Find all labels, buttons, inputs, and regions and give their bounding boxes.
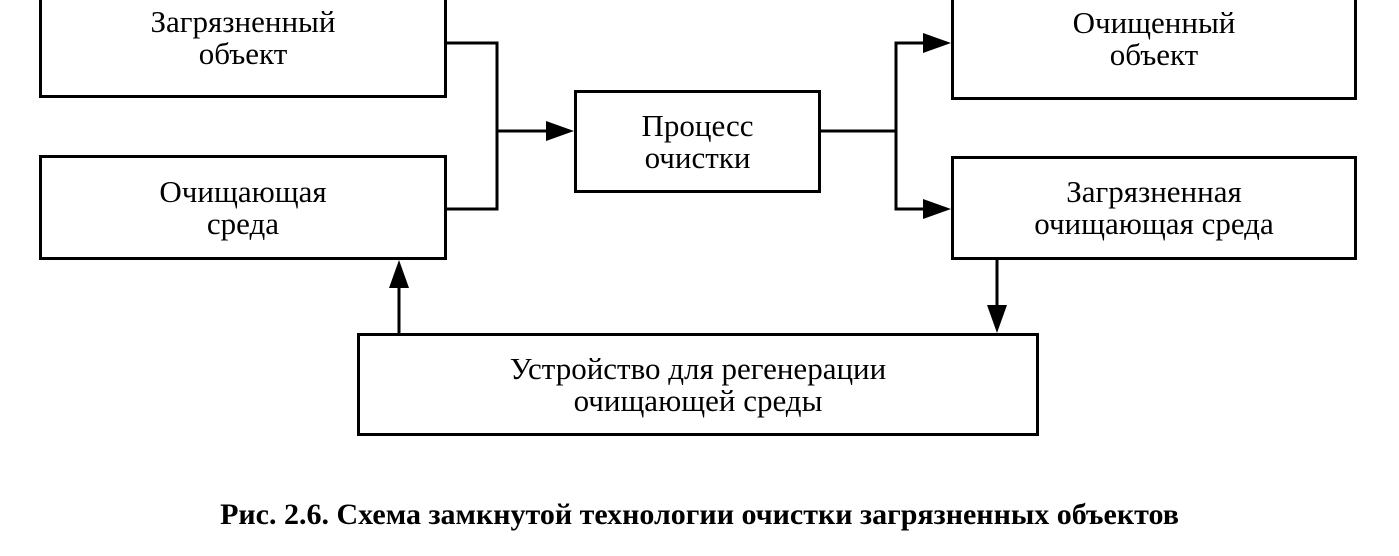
node-clean-object-label: Очищенный объект: [1072, 5, 1236, 72]
node-dirty-medium-label: Загрязненная очищающая среда: [1034, 174, 1274, 241]
node-clean-object: Очищенный объект: [951, 0, 1357, 100]
arrowhead-into-dirty-medium: [923, 199, 951, 219]
edge-dirty-object-to-merge: [447, 41, 499, 211]
arrowhead-into-process: [546, 121, 574, 141]
node-cleaning-process-label: Процесс очистки: [641, 107, 754, 175]
node-cleaning-medium-label: Очищающая среда: [159, 173, 327, 241]
node-regeneration-device-label: Устройство для регенерации очищающей сре…: [509, 350, 887, 418]
node-cleaning-process: Процесс очистки: [574, 90, 821, 193]
node-dirty-medium: Загрязненная очищающая среда: [951, 156, 1357, 260]
node-cleaning-medium: Очищающая среда: [39, 155, 447, 260]
node-dirty-object-label: Загрязненный объект: [150, 4, 336, 71]
node-dirty-object: Загрязненный объект: [39, 0, 447, 98]
arrowhead-into-regen: [987, 305, 1007, 333]
arrowhead-into-medium: [389, 260, 409, 288]
node-regeneration-device: Устройство для регенерации очищающей сре…: [357, 333, 1039, 436]
arrowhead-into-clean-object: [923, 33, 951, 53]
edge-split-trunk: [894, 41, 925, 211]
figure-caption: Рис. 2.6. Схема замкнутой технологии очи…: [220, 498, 1179, 531]
